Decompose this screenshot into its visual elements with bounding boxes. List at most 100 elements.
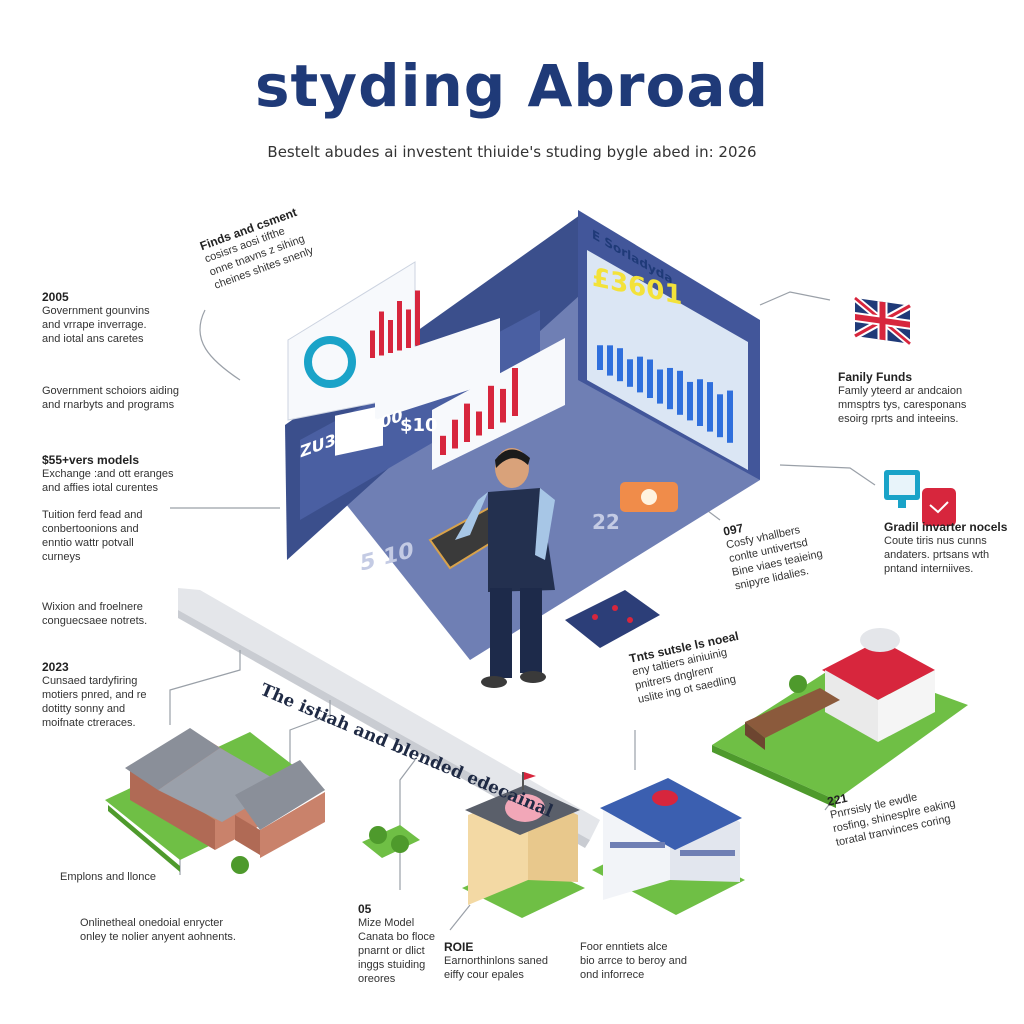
bottom-note: Emplons and llonce <box>60 870 210 884</box>
page-title: styding Abroad <box>255 52 769 120</box>
floating-card-2 <box>375 318 500 420</box>
note-line: pntand interniives. <box>884 563 974 575</box>
note-line: Government schoiors aiding <box>42 385 179 397</box>
note-heading: ROIE <box>444 940 474 954</box>
chart-bar <box>647 359 653 398</box>
chart-bar <box>607 345 613 376</box>
chart-bar <box>379 311 384 356</box>
left-note: Wixion and froelnere conguecsaee notrets. <box>42 600 212 628</box>
chart-bar <box>464 403 470 442</box>
red-bar-chart-mid <box>440 368 518 455</box>
chart-bar <box>727 390 733 443</box>
tree-icon <box>789 675 807 693</box>
house-building-icon <box>105 728 325 874</box>
chart-bar <box>597 345 603 370</box>
chart-bar <box>657 369 663 404</box>
blue-bar-chart <box>597 345 733 443</box>
tree-icon <box>231 856 249 874</box>
keypad-pad <box>565 590 660 648</box>
note-line: andaters. prtsans wth <box>884 549 990 561</box>
note-heading: Gradil invarter nocels <box>884 520 1008 534</box>
note-heading: 2023 <box>42 660 69 674</box>
chart-bar <box>617 348 623 382</box>
note-heading: 05 <box>358 902 372 916</box>
university-building-icon <box>712 628 968 808</box>
chart-bar <box>440 435 446 455</box>
note-line: Earnorthinlons saned <box>444 955 548 967</box>
chart-bar <box>627 359 633 387</box>
chart-bar <box>687 381 693 421</box>
chart-bar <box>415 290 420 346</box>
note-line: conguecsaee notrets. <box>42 615 148 627</box>
note-line: curneys <box>42 551 81 563</box>
note-line: eiffy cour epales <box>444 969 524 981</box>
note-line: and iotal ans caretes <box>42 333 144 345</box>
chart-bar <box>406 309 411 348</box>
note-line: esoirg rprts and inteeins. <box>838 413 959 425</box>
note-line: ond inforrece <box>580 969 645 981</box>
mini-chart-card <box>335 405 383 456</box>
chart-bar <box>512 368 518 416</box>
note-line: Canata bo floce <box>358 931 436 943</box>
note-line: Wixion and froelnere <box>42 601 143 613</box>
note-line: and affies iotal curentes <box>42 482 158 494</box>
uk-flag-icon <box>853 295 912 347</box>
note-line: inggs stuiding <box>358 959 426 971</box>
bottom-note: Onlinetheal onedoial enrycter onley te no… <box>80 916 260 944</box>
left-panel-value: $10 <box>400 415 438 436</box>
chart-bar <box>667 367 673 410</box>
note-heading: 2005 <box>42 290 69 304</box>
note-line: Government gounvins <box>42 305 150 317</box>
chart-bar <box>637 356 643 393</box>
note-line: Exchange :and ott eranges <box>42 468 174 480</box>
note-line: Onlinetheal onedoial enrycter <box>80 917 224 929</box>
note-line: Famly yteerd ar andcaion <box>838 385 963 397</box>
bush-icon <box>362 825 420 858</box>
chart-bar <box>476 411 482 436</box>
note-line: moifnate ctreraces. <box>42 717 136 729</box>
note-line: onley te nolier anyent aohnents. <box>80 931 236 943</box>
chart-bar <box>388 320 393 353</box>
note-heading: $55+vers models <box>42 453 140 467</box>
chart-bar <box>500 388 506 423</box>
piggy-bank-icon <box>462 772 585 918</box>
note-line: enntio wattr potvall <box>42 537 134 549</box>
note-line: mmsptrs tys, caresponans <box>838 399 967 411</box>
chart-bar <box>697 379 703 426</box>
chart-bar <box>488 385 494 429</box>
left-note: Government schoiors aiding and rnarbyts a… <box>42 384 232 412</box>
note-heading: Fanily Funds <box>838 370 913 384</box>
chart-bar <box>707 382 713 432</box>
donut-chart <box>304 336 356 388</box>
note-line: Cunsaed tardyfiring <box>42 675 138 687</box>
student-figure-icon <box>455 448 555 688</box>
note-line: dotitty sonny and <box>42 703 126 715</box>
dashboard-room <box>285 210 760 688</box>
note-line: Tuition ferd fead and <box>42 509 143 521</box>
monitor-icon <box>884 470 920 508</box>
note-line: oreores <box>358 973 396 985</box>
note-line: Coute tiris nus cunns <box>884 535 987 547</box>
page-subtitle: Bestelt abudes ai investent thiuide's st… <box>267 143 757 161</box>
red-bar-chart-small <box>370 290 420 358</box>
note-line: motiers pnred, and re <box>42 689 147 701</box>
road <box>178 588 600 840</box>
note-line: bio arrce to beroy and <box>580 955 688 967</box>
note-line: Mize Model <box>358 917 415 929</box>
chart-bar <box>452 419 458 449</box>
note-line: and rnarbyts and programs <box>42 399 175 411</box>
school-building-icon <box>592 778 745 915</box>
note-line: pnarnt or dlict <box>358 945 425 957</box>
note-line: and vrrape inverrage. <box>42 319 147 331</box>
wallet-icon <box>922 488 956 526</box>
